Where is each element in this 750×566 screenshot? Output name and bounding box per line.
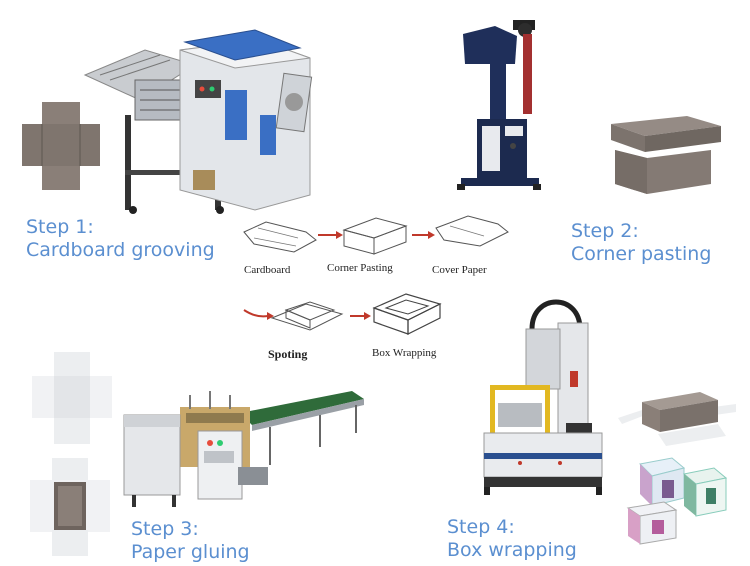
step-2-label: Step 2: Corner pasting — [571, 220, 711, 266]
open-wrapped-box-sample — [618, 392, 736, 446]
flow-label-corner-pasting: Corner Pasting — [327, 262, 393, 274]
step-2-title: Step 2: — [571, 220, 639, 242]
flow-label-spoting: Spoting — [268, 347, 308, 361]
step-4-name: Box wrapping — [447, 539, 577, 561]
glued-paper-with-box-sample — [30, 458, 110, 556]
step-3-name: Paper gluing — [131, 541, 250, 563]
finished-gift-boxes-sample — [626, 457, 728, 545]
box-lid-sample — [611, 116, 721, 194]
flow-label-cover-paper: Cover Paper — [432, 264, 487, 276]
flow-label-cardboard: Cardboard — [244, 264, 291, 276]
step-1-label: Step 1: Cardboard grooving — [26, 216, 215, 262]
step-4-title: Step 4: — [447, 516, 515, 538]
step-3-label: Step 3: Paper gluing — [131, 518, 250, 564]
step-1-name: Cardboard grooving — [26, 239, 215, 261]
paper-gluing-machine-illustration — [123, 391, 364, 507]
cover-paper-sample — [32, 352, 112, 444]
step-1-title: Step 1: — [26, 216, 94, 238]
grooving-machine-illustration — [83, 29, 313, 214]
corner-pasting-machine-illustration — [457, 20, 541, 190]
cardboard-blank-sample — [22, 102, 100, 190]
process-flow-diagram — [243, 215, 509, 335]
step-3-title: Step 3: — [131, 518, 199, 540]
box-wrapping-machine-illustration — [483, 299, 603, 495]
step-2-name: Corner pasting — [571, 243, 712, 265]
step-4-label: Step 4: Box wrapping — [447, 516, 577, 562]
flow-label-box-wrapping: Box Wrapping — [372, 347, 437, 359]
